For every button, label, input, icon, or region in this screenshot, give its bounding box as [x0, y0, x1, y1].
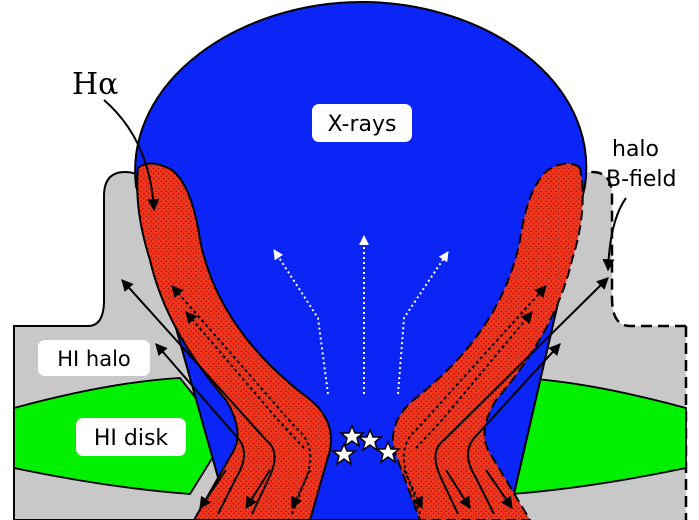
- xrays-label: X-rays: [328, 112, 397, 137]
- hi-disk-label: HI disk: [94, 426, 169, 451]
- halo-bfield-label-line1: halo: [612, 137, 659, 162]
- halpha-label: Hα: [72, 67, 118, 102]
- halo-bfield-label-line2: B-field: [606, 167, 677, 192]
- hi-halo-label: HI halo: [57, 347, 131, 371]
